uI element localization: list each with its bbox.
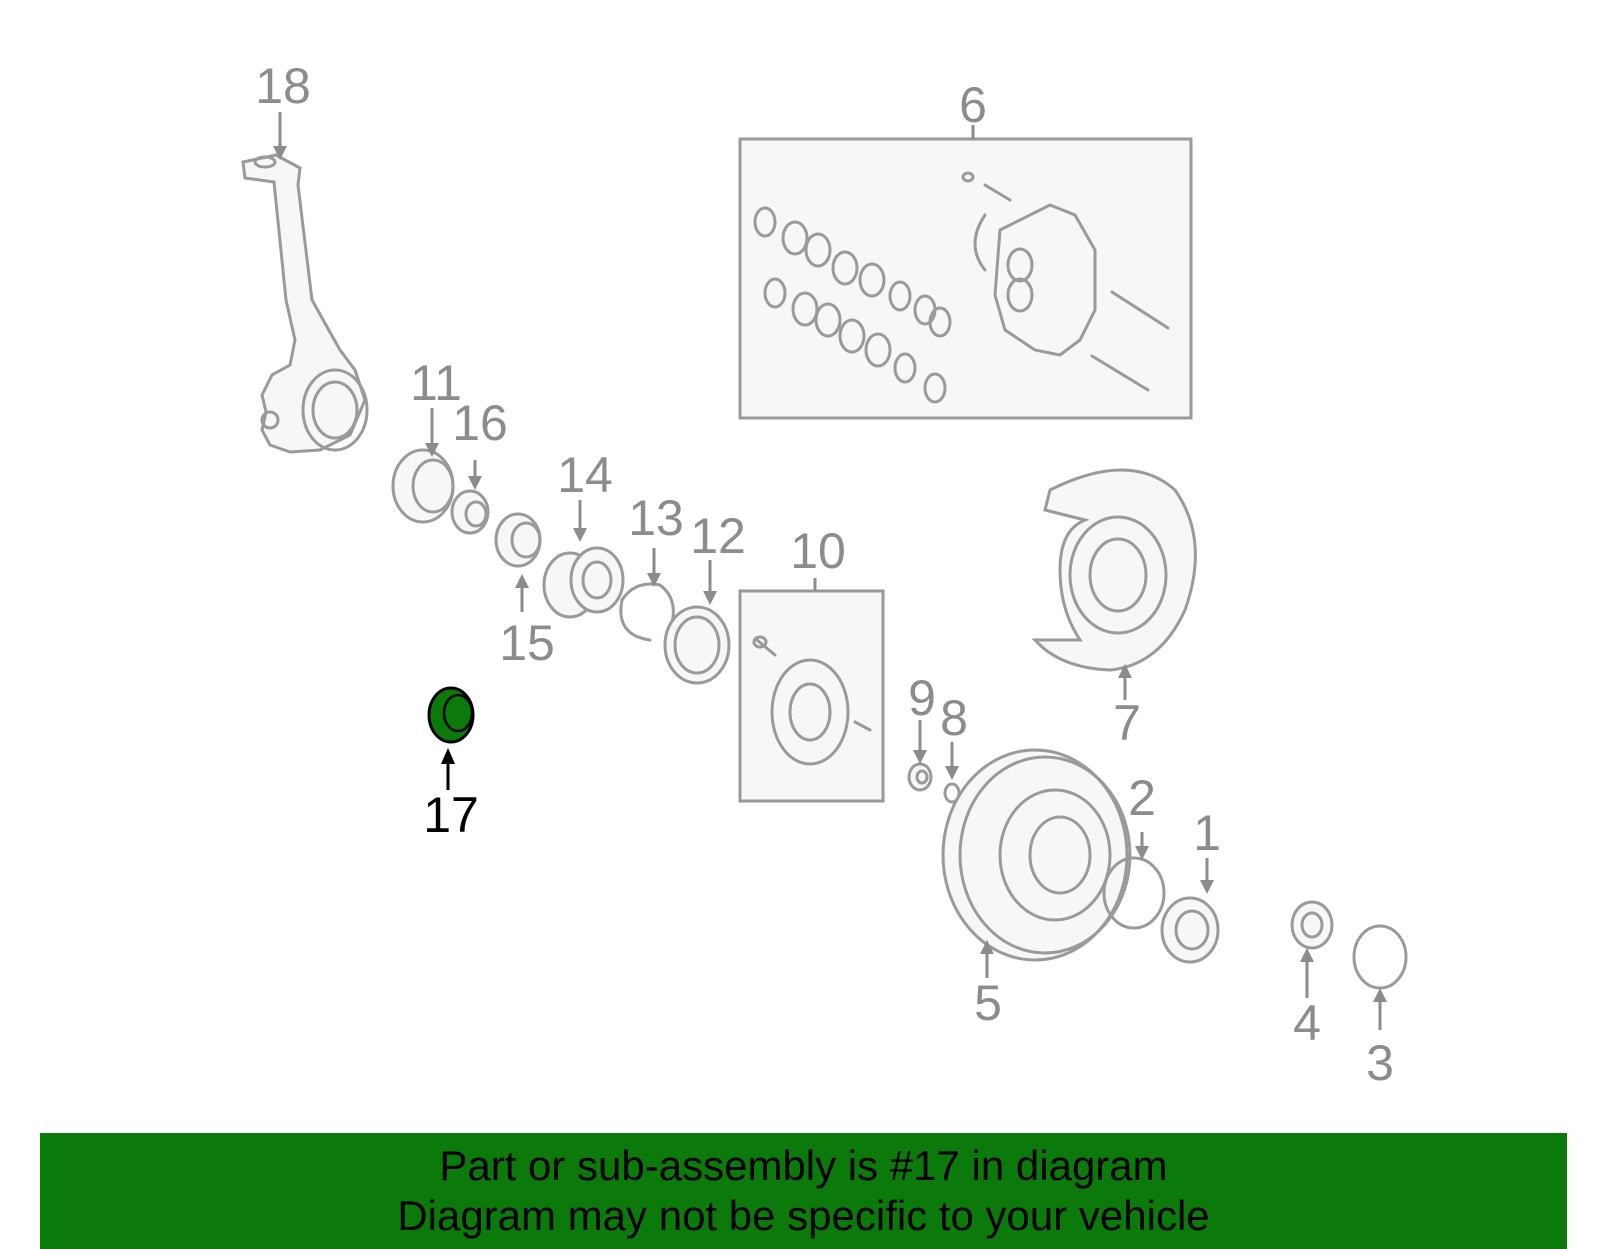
- part-12-seal[interactable]: [663, 605, 731, 685]
- callout-10: 10: [790, 523, 846, 579]
- callout-13: 13: [628, 490, 684, 546]
- callout-1: 1: [1193, 805, 1221, 861]
- callout-8: 8: [940, 690, 968, 746]
- footer-line-2: Diagram may not be specific to your vehi…: [397, 1192, 1210, 1239]
- part-14-hub-bearing[interactable]: [542, 546, 625, 619]
- part-16-bearing-cone[interactable]: [450, 489, 490, 535]
- parts-exploded-diagram: 18 6 11 16 14 13 12 10 15 7 9 8 5 2 1 4 …: [241, 58, 1408, 1091]
- footer-line-1: Part or sub-assembly is #17 in diagram: [439, 1142, 1168, 1189]
- part-15-tone-ring[interactable]: [494, 512, 542, 568]
- part-10-hub-assembly[interactable]: [738, 589, 885, 803]
- part-9-nut[interactable]: [907, 762, 933, 792]
- part-4-lock-washer[interactable]: [1290, 900, 1334, 950]
- callout-6: 6: [959, 77, 987, 133]
- part-17-oil-seal[interactable]: [427, 686, 475, 744]
- part-18-steering-knuckle[interactable]: [241, 153, 369, 454]
- callout-3: 3: [1366, 1035, 1394, 1091]
- callout-14: 14: [557, 447, 613, 503]
- part-5-brake-rotor[interactable]: [941, 748, 1132, 962]
- callout-17: 17: [423, 787, 479, 843]
- callout-18: 18: [255, 58, 311, 114]
- callout-11: 11: [410, 355, 462, 411]
- part-6-caliper-assembly[interactable]: [738, 137, 1193, 420]
- part-1-flange[interactable]: [1160, 896, 1220, 964]
- footer-banner: Part or sub-assembly is #17 in diagram D…: [40, 1133, 1567, 1249]
- callout-7: 7: [1113, 695, 1141, 751]
- callout-arrows: [273, 112, 1387, 1030]
- part-11-bearing[interactable]: [391, 448, 455, 524]
- part-2-gasket[interactable]: [1102, 856, 1166, 930]
- callout-5: 5: [974, 975, 1002, 1031]
- callout-labels: 18 6 11 16 14 13 12 10 15 7 9 8 5 2 1 4 …: [255, 58, 1394, 1091]
- callout-15: 15: [499, 615, 555, 671]
- callout-2: 2: [1128, 770, 1156, 826]
- callout-9: 9: [908, 670, 936, 726]
- callout-4: 4: [1293, 995, 1321, 1051]
- part-7-dust-shield[interactable]: [1031, 468, 1197, 672]
- callout-16: 16: [452, 395, 508, 451]
- part-13-snap-ring[interactable]: [619, 582, 675, 642]
- callout-12: 12: [690, 508, 746, 564]
- part-3-o-ring[interactable]: [1352, 924, 1408, 990]
